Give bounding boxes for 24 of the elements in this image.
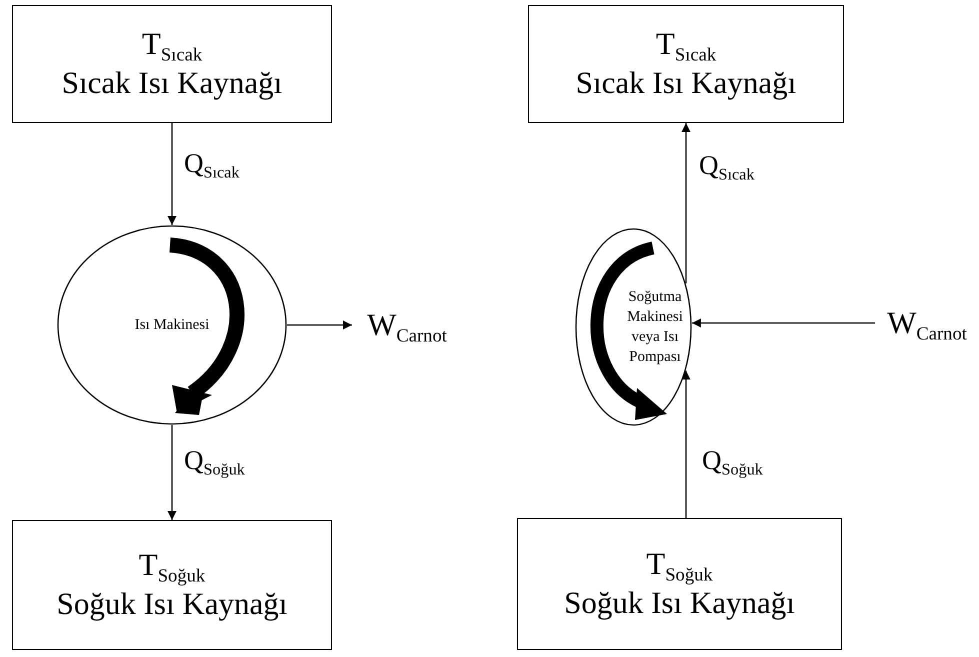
arrow <box>682 370 690 518</box>
machine-ellipse <box>575 228 692 426</box>
temperature-label: T$_{Sıcak}$ <box>142 25 202 64</box>
work-label: W$_{Carnot}$ <box>367 307 447 343</box>
source-box <box>12 5 332 123</box>
arrow <box>692 318 875 328</box>
source-box <box>12 520 332 650</box>
arrow <box>682 123 690 284</box>
temperature-label: T$_{Sıcak}$ <box>656 25 716 64</box>
work-label: W$_{Carnot}$ <box>887 305 967 341</box>
temperature-label: T$_{Soğuk}$ <box>138 546 206 585</box>
source-label: Soğuk Isı Kaynağı <box>56 586 288 623</box>
source-box <box>528 5 844 123</box>
arrow <box>168 425 176 520</box>
source-label: Sıcak Isı Kaynağı <box>62 64 282 102</box>
machine-ellipse <box>57 225 287 425</box>
machine-label: Soğutma Makinesi veya Isı Pompası <box>626 288 684 368</box>
source-box <box>517 518 842 650</box>
arrow <box>287 320 352 330</box>
source-label: Sıcak Isı Kaynağı <box>576 64 796 102</box>
source-label: Soğuk Isı Kaynağı <box>564 584 795 622</box>
temperature-label: T$_{Soğuk}$ <box>646 545 713 584</box>
arrow <box>168 123 176 225</box>
machine-label: Isı Makinesi <box>134 316 210 335</box>
